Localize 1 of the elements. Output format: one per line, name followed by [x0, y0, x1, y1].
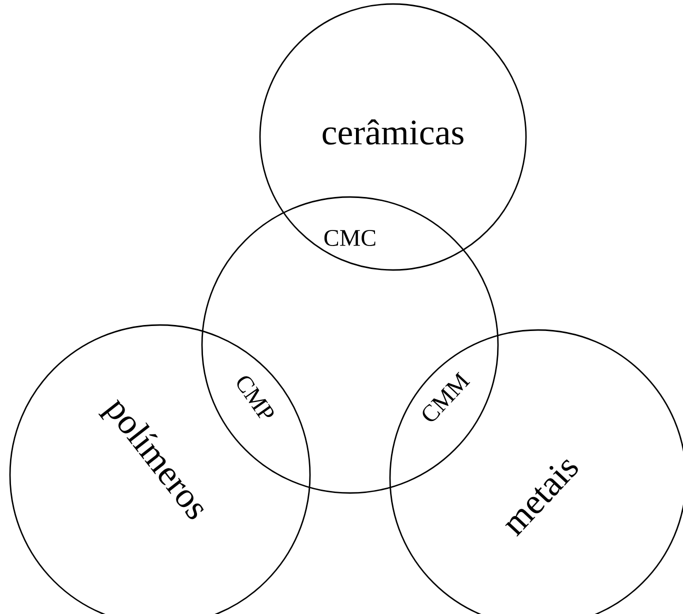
overlap-label: CMC [324, 230, 376, 246]
